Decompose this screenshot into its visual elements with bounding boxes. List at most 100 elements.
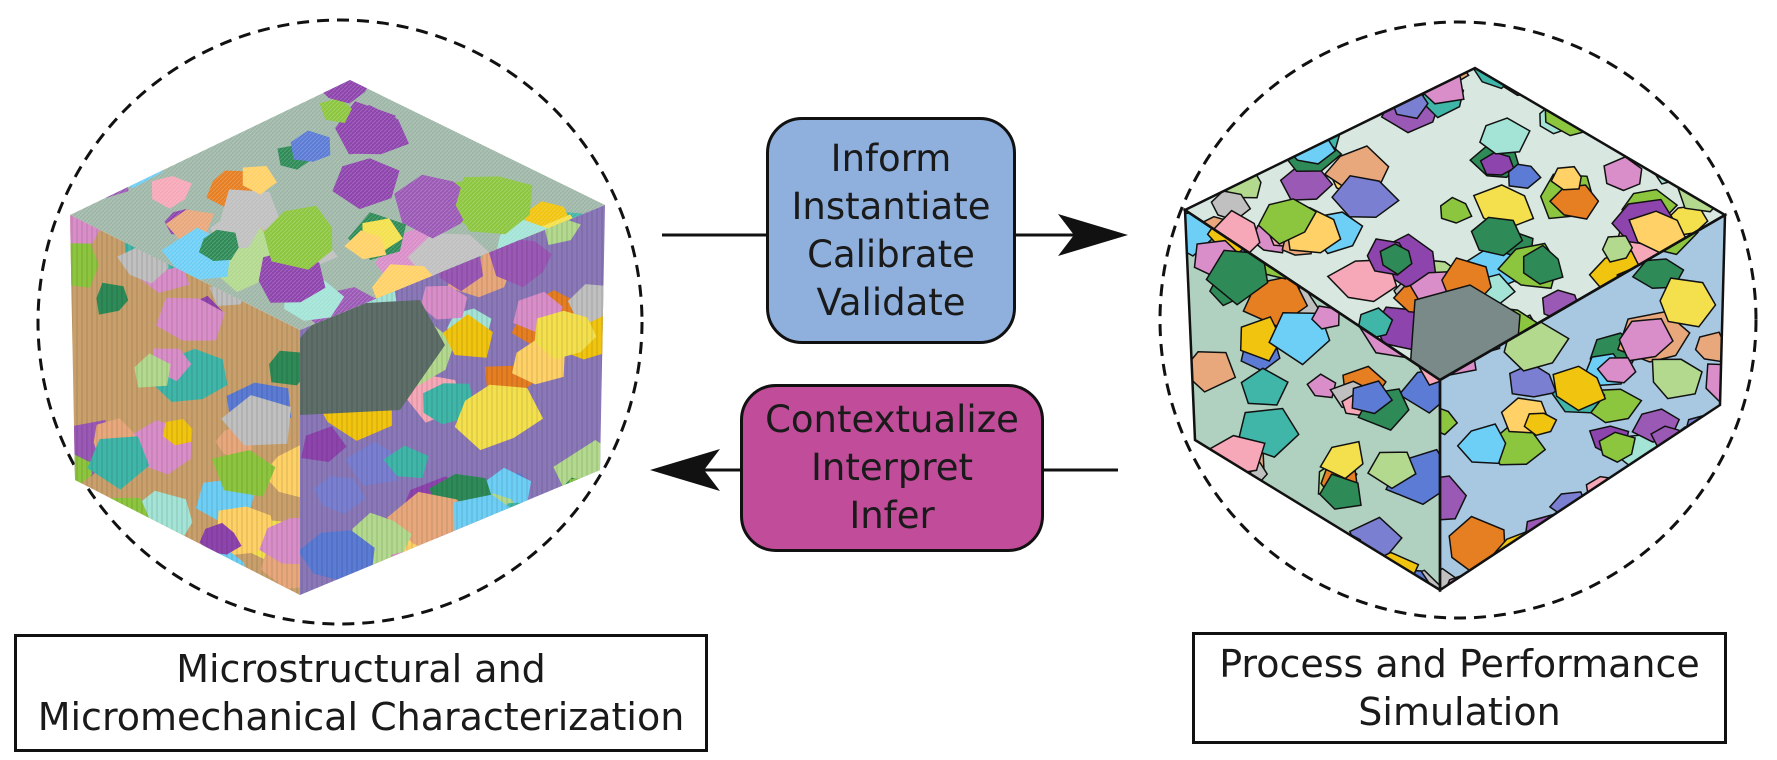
simulation-line-1: Process and Performance <box>1219 642 1700 686</box>
forward-line-3: Calibrate <box>807 232 975 276</box>
grain <box>1571 545 1613 577</box>
grain <box>1705 363 1725 405</box>
meshed-microstructure-cube <box>1182 66 1728 593</box>
grain <box>70 99 128 155</box>
grain <box>570 545 605 595</box>
grain <box>1205 249 1269 306</box>
grain <box>1583 577 1636 590</box>
characterization-dashed-circle <box>36 18 644 626</box>
grain <box>1217 503 1255 533</box>
grain <box>1659 277 1717 328</box>
grain <box>1206 527 1254 564</box>
grain <box>1552 365 1607 412</box>
grain <box>1479 151 1515 176</box>
backward-line-1: Contextualize <box>765 398 1019 441</box>
grain <box>1596 357 1637 384</box>
grain <box>562 93 605 143</box>
grain <box>1651 358 1703 400</box>
grain <box>1660 474 1722 525</box>
grain <box>1522 244 1564 285</box>
grain <box>1212 485 1273 543</box>
grain <box>374 80 426 97</box>
grain <box>1257 198 1318 245</box>
grain <box>1256 528 1314 569</box>
grain <box>70 158 99 200</box>
grain <box>1318 473 1362 510</box>
grain <box>135 552 204 595</box>
grain <box>1319 440 1364 480</box>
grain <box>1479 117 1531 155</box>
forward-line-1: Inform <box>830 136 952 180</box>
grain <box>1366 451 1417 490</box>
grain <box>1185 462 1247 518</box>
grain <box>1439 196 1473 224</box>
grain <box>1681 411 1725 458</box>
grain <box>1617 554 1650 579</box>
backward-line-3: Infer <box>849 494 935 537</box>
grain <box>1666 446 1707 481</box>
grain <box>1379 243 1413 276</box>
backward-line-2: Interpret <box>810 446 973 489</box>
grain <box>470 563 561 595</box>
grain <box>1507 163 1542 189</box>
grain <box>1185 351 1237 393</box>
voxel-microstructure-cube <box>70 80 605 595</box>
characterization-line-2: Micromechanical Characterization <box>37 695 685 739</box>
grain <box>1523 412 1558 437</box>
grain <box>1238 531 1275 562</box>
grain <box>106 107 163 159</box>
characterization-line-1: Microstructural and <box>176 647 546 691</box>
grain <box>1240 367 1289 406</box>
grain <box>1618 317 1674 362</box>
grain <box>1687 424 1725 457</box>
forward-line-4: Validate <box>816 280 966 324</box>
grain <box>535 80 584 115</box>
characterization-label: Microstructural and Micromechanical Char… <box>14 634 708 752</box>
grain <box>1185 557 1215 590</box>
grain <box>1508 362 1558 398</box>
grain <box>1306 373 1337 399</box>
grain <box>1262 98 1303 129</box>
grain <box>1548 184 1600 220</box>
grain <box>1582 551 1627 587</box>
grain <box>1659 561 1720 590</box>
grain <box>1598 431 1636 463</box>
grain <box>1310 305 1340 330</box>
grain <box>1676 156 1724 191</box>
grain <box>1351 380 1394 415</box>
grain <box>82 80 119 109</box>
grain <box>1196 530 1259 584</box>
grain <box>1665 121 1701 153</box>
grain <box>1344 72 1375 104</box>
backward-arrow <box>650 449 1118 491</box>
grain <box>70 510 108 563</box>
grain <box>1483 564 1540 590</box>
grain <box>1630 102 1681 144</box>
grain <box>1601 235 1634 263</box>
simulation-dashed-circle <box>1158 20 1758 620</box>
forward-line-2: Instantiate <box>791 184 991 228</box>
grain <box>1609 574 1641 590</box>
grain <box>1470 216 1524 257</box>
grain <box>1456 423 1507 465</box>
forward-arrow <box>662 214 1128 256</box>
grain <box>1603 505 1664 554</box>
grain <box>1545 80 1588 117</box>
grain <box>1185 516 1232 564</box>
backward-process-box: Contextualize Interpret Infer <box>740 384 1044 552</box>
grain <box>1185 133 1208 174</box>
grain <box>1658 68 1710 93</box>
grain <box>1313 542 1358 584</box>
grain <box>1571 68 1610 90</box>
grain <box>1440 475 1468 522</box>
grain <box>1522 512 1576 563</box>
simulation-label: Process and Performance Simulation <box>1192 632 1727 744</box>
grain <box>1679 131 1725 181</box>
simulation-line-2: Simulation <box>1358 690 1561 734</box>
grain <box>1648 474 1716 517</box>
forward-process-box: Inform Instantiate Calibrate Validate <box>766 117 1016 344</box>
grain <box>1440 405 1459 436</box>
grain <box>1550 165 1582 191</box>
